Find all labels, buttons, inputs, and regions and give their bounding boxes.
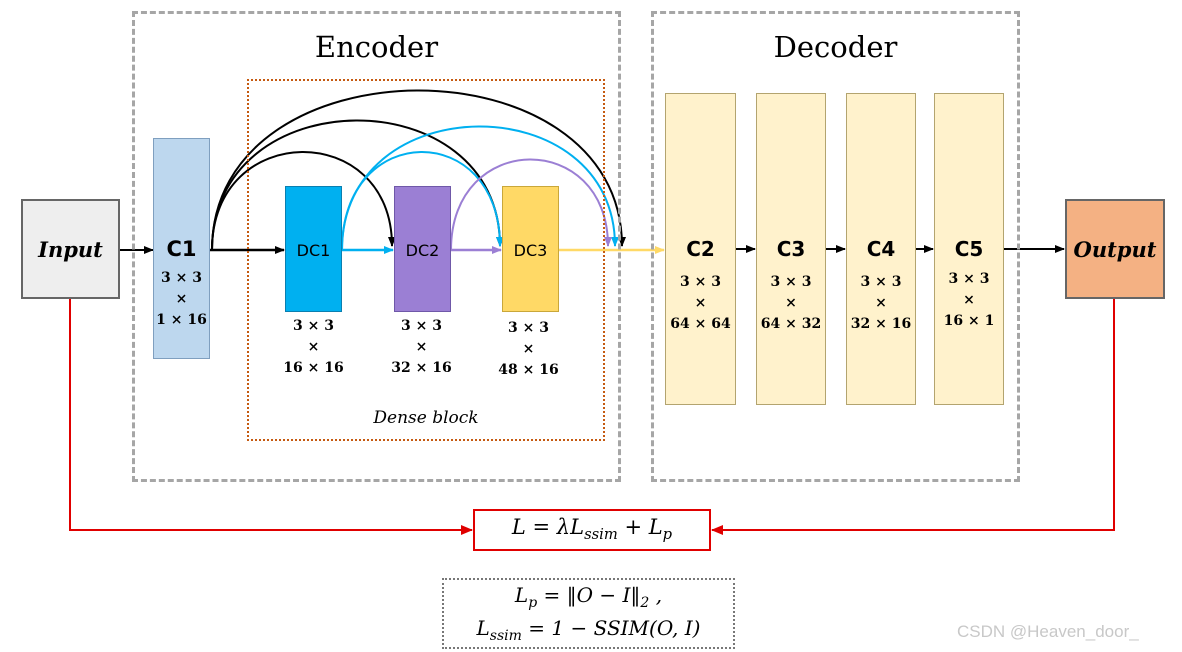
c5-channels: 16 × 1 [943, 313, 995, 329]
dc2-layer [394, 186, 451, 312]
c1-kernel: 3 × 3 [161, 270, 202, 286]
c4-dims: 3 × 3 × 32 × 16 [840, 272, 922, 335]
dc3-layer [502, 186, 559, 312]
lp-def-a-sub: p [528, 595, 538, 611]
loss-formula-sub-p: p [662, 526, 673, 544]
c3-kernel: 3 × 3 [770, 274, 812, 290]
dense-block-frame [247, 79, 605, 441]
lp-def-b: = ‖O − I‖ [537, 583, 641, 607]
loss-line-output [711, 299, 1115, 535]
input-node: Input [21, 199, 120, 299]
lp-def-b-sub: 2 [640, 595, 650, 611]
skip-arc-c1-dc2 [211, 151, 396, 251]
dc2-dims: 3 × 3 × 32 × 16 [376, 316, 467, 379]
c5-times: × [963, 292, 975, 308]
lssim-def-a-sub: ssim [489, 628, 522, 644]
c2-channels: 64 × 64 [670, 316, 731, 332]
dc2-channels: 32 × 16 [391, 360, 452, 376]
c2-kernel: 3 × 3 [680, 274, 721, 290]
lssim-def-b: = 1 − SSIM(O, I) [521, 616, 701, 640]
dense-block-label: Dense block [373, 408, 479, 428]
c2-dims: 3 × 3 × 64 × 64 [660, 272, 741, 335]
loss-line-input [69, 299, 473, 535]
skip-arc-dc2-c2 [450, 158, 612, 251]
dc3-kernel: 3 × 3 [508, 320, 549, 336]
dc3-label: DC3 [513, 241, 548, 260]
c4-label: C4 [866, 237, 896, 261]
c1-label: C1 [166, 237, 197, 261]
c1-channels: 1 × 16 [156, 312, 207, 328]
c5-kernel: 3 × 3 [948, 271, 990, 287]
c4-layer [846, 93, 916, 405]
skip-arc-c1-c2 [211, 89, 626, 251]
c4-kernel: 3 × 3 [860, 274, 902, 290]
dc2-times: × [415, 339, 428, 355]
loss-formula-box [473, 509, 711, 551]
lp-def-a: L [514, 583, 529, 607]
decoder-title: Decoder [773, 30, 898, 64]
watermark: CSDN @Heaven_door_ [957, 622, 1139, 641]
lp-definition: Lp = ‖O − I‖2 , [442, 583, 735, 611]
dc3-times: × [522, 341, 535, 357]
c3-times: × [785, 295, 797, 311]
encoder-frame [132, 11, 621, 482]
c3-dims: 3 × 3 × 64 × 32 [750, 272, 832, 335]
c4-times: × [875, 295, 887, 311]
c5-label: C5 [954, 237, 984, 261]
output-node: Output [1065, 199, 1165, 299]
dc3-channels: 48 × 16 [498, 362, 559, 378]
decoder-frame [651, 11, 1020, 482]
skip-arc-dc1-c2 [341, 125, 619, 251]
c4-channels: 32 × 16 [850, 316, 912, 332]
dc1-times: × [307, 339, 320, 355]
c5-dims: 3 × 3 × 16 × 1 [928, 269, 1010, 332]
loss-formula: L = λLssim + Lp [473, 515, 711, 543]
lssim-definition: Lssim = 1 − SSIM(O, I) [442, 616, 735, 644]
loss-formula-sub-ssim: ssim [584, 526, 618, 544]
definitions-box [442, 578, 735, 649]
dc3-dims: 3 × 3 × 48 × 16 [483, 318, 574, 381]
c2-times: × [694, 295, 707, 311]
dc1-label: DC1 [296, 241, 331, 260]
c1-dims: 3 × 3 × 1 × 16 [143, 268, 220, 331]
c5-layer [934, 93, 1004, 405]
dc2-kernel: 3 × 3 [401, 318, 442, 334]
encoder-title: Encoder [314, 30, 439, 64]
c3-layer [756, 93, 826, 405]
lp-def-c: , [649, 583, 663, 607]
loss-formula-part-a: L = λL [511, 515, 585, 539]
c1-times: × [175, 291, 188, 307]
lssim-def-a: L [476, 616, 490, 640]
c3-channels: 64 × 32 [760, 316, 822, 332]
c2-label: C2 [686, 237, 715, 261]
dc1-dims: 3 × 3 × 16 × 16 [268, 316, 359, 379]
c2-layer [665, 93, 736, 405]
c3-label: C3 [776, 237, 806, 261]
dc2-label: DC2 [405, 241, 440, 260]
dc1-channels: 16 × 16 [283, 360, 344, 376]
dc1-kernel: 3 × 3 [293, 318, 334, 334]
loss-formula-part-b: + L [617, 515, 663, 539]
c1-layer [153, 138, 210, 359]
dc1-layer [285, 186, 342, 312]
